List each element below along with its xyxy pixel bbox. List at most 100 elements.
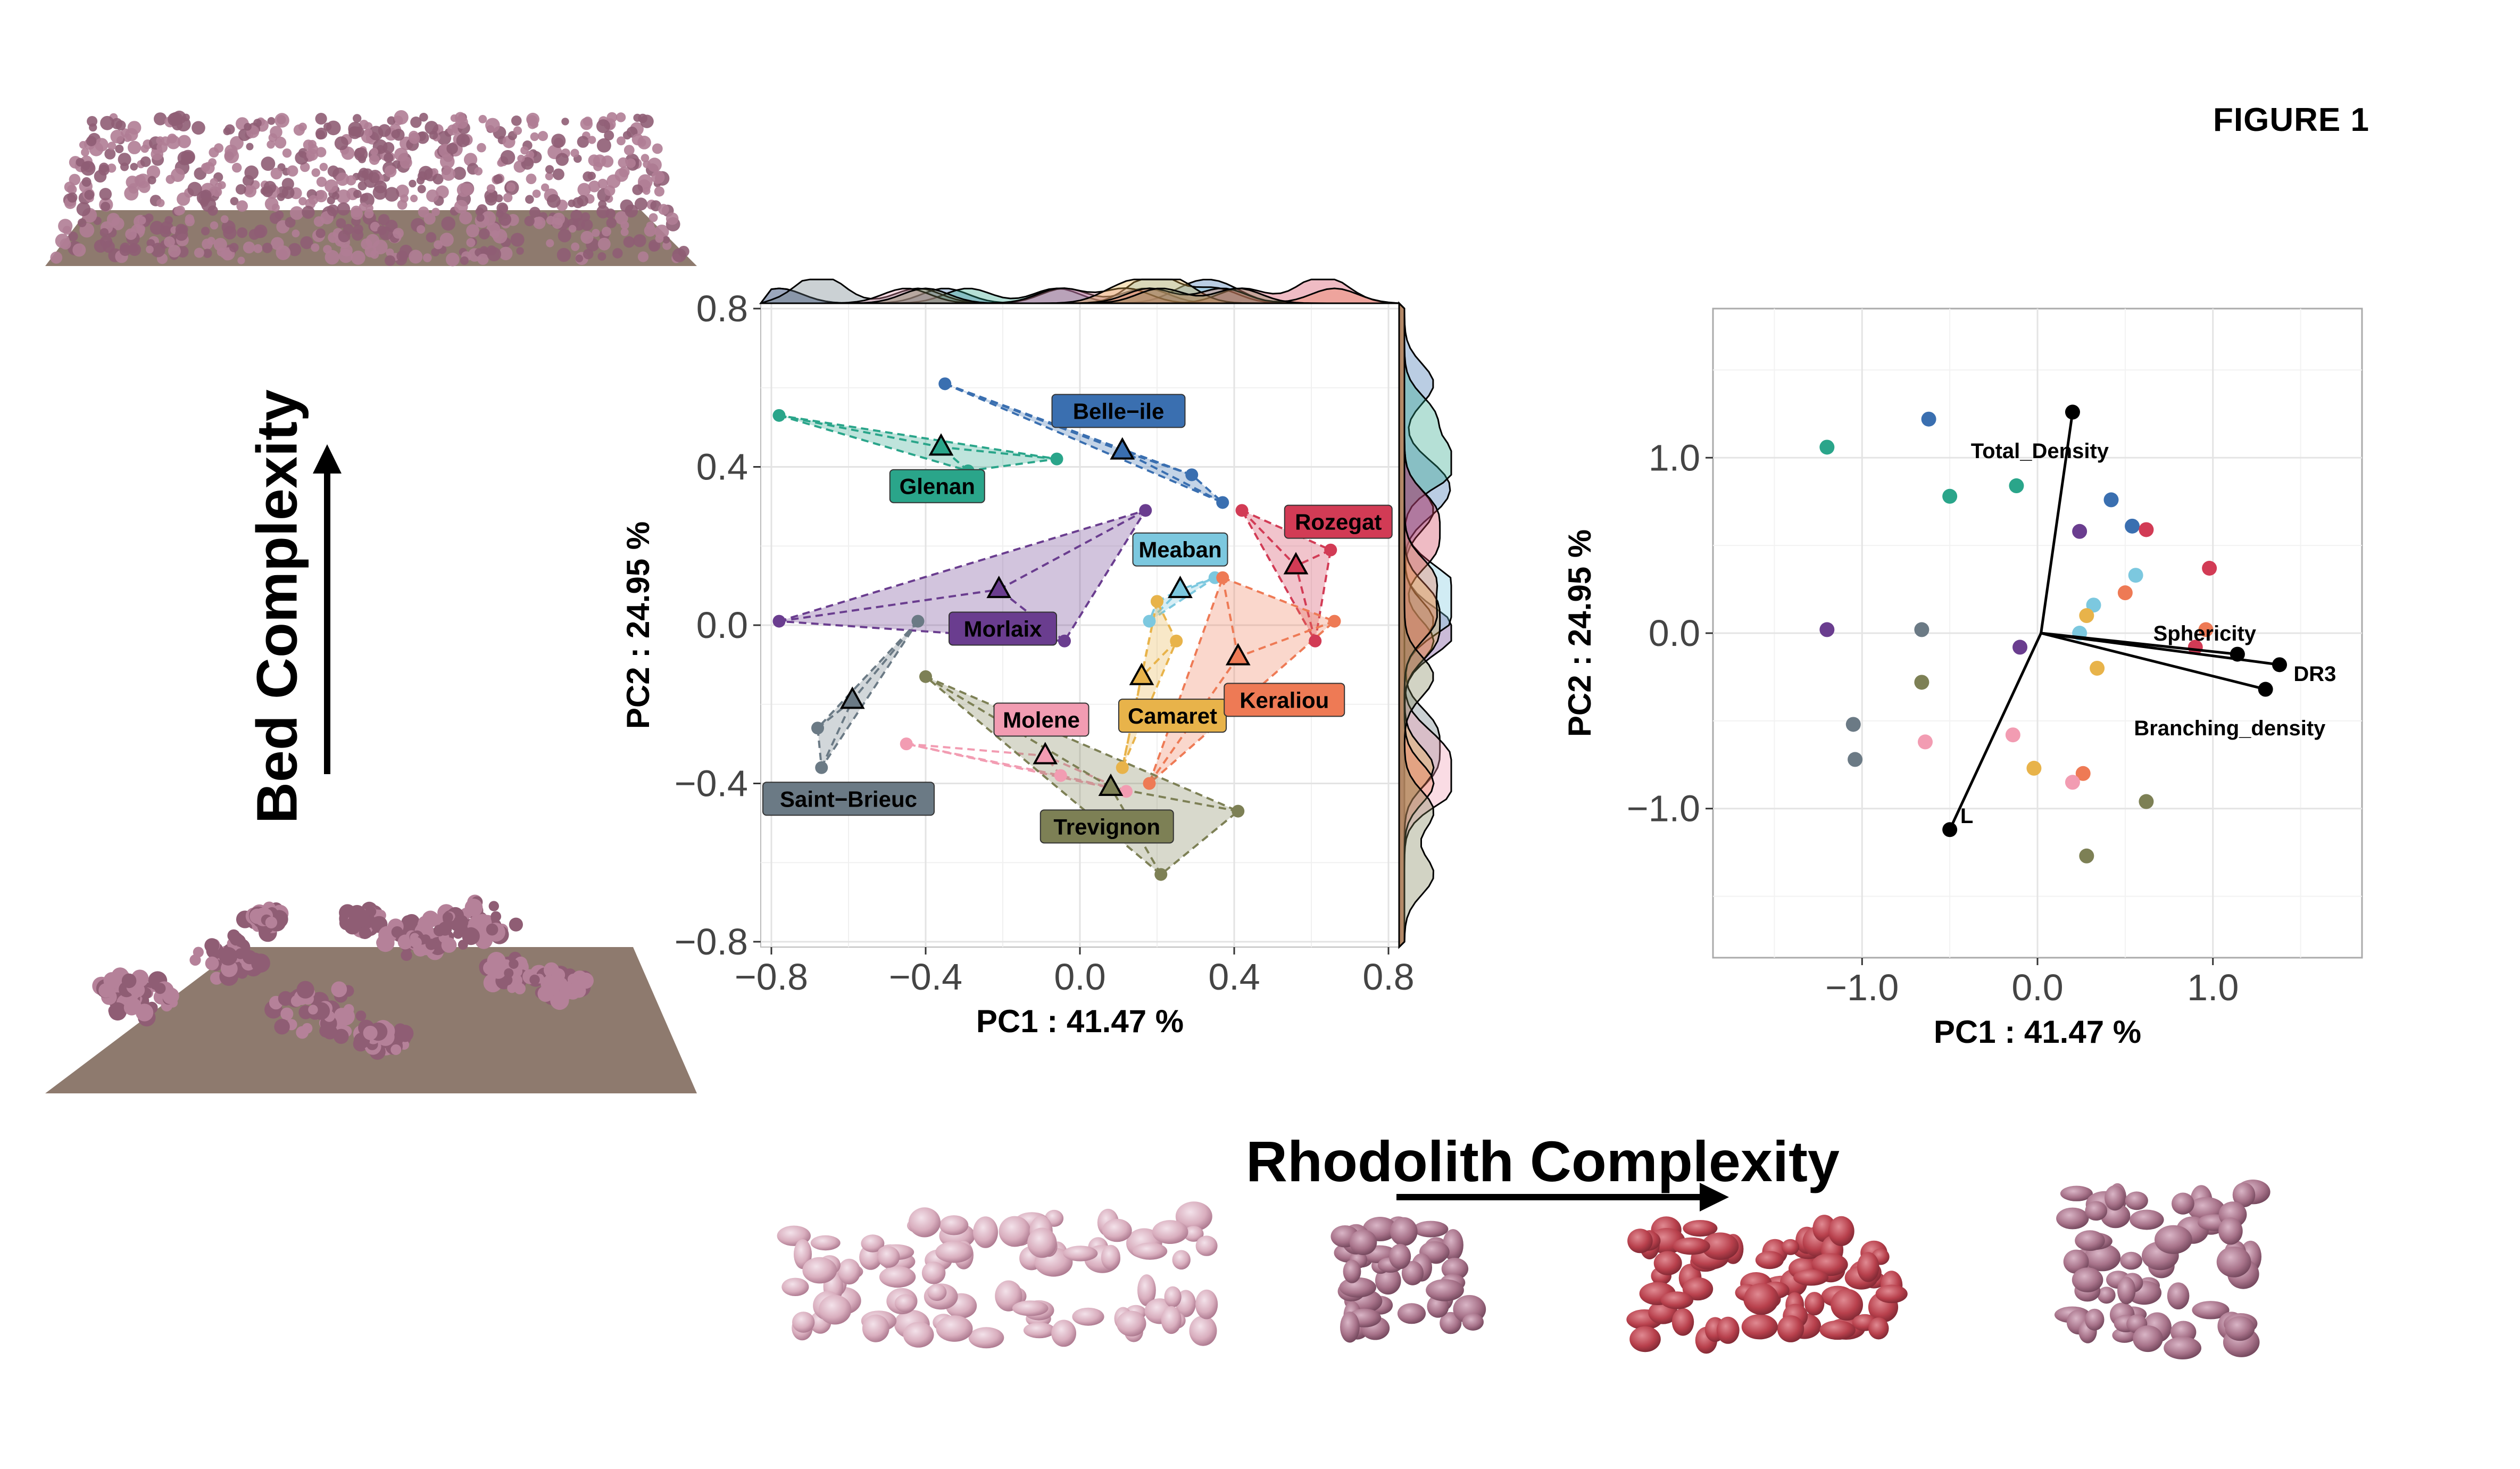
rhodolith-blob: [446, 252, 460, 267]
rhodolith-blob: [476, 213, 485, 222]
hull-rozegat: [1239, 508, 1332, 644]
rhodolith-branch: [1413, 1221, 1449, 1238]
rhodolith-blob: [164, 236, 175, 247]
centroid-keraliou: [1225, 643, 1251, 666]
rhodolith-blob: [509, 917, 523, 932]
rhodolith-blob: [370, 221, 380, 232]
spoke-camaret: [1141, 601, 1158, 677]
rhodolith-blob: [298, 197, 307, 206]
rhodolith-blob: [545, 172, 553, 180]
rhodolith-blob: [203, 248, 212, 258]
rhodolith-blob: [76, 202, 91, 217]
rhodolith-blob: [583, 248, 594, 260]
rhodolith-branch: [939, 1215, 969, 1235]
point-rozegat: [1235, 504, 1249, 517]
rhodolith-branch: [1340, 1312, 1360, 1343]
rhodolith-blob: [364, 245, 377, 258]
point-trevignon: [1232, 804, 1245, 818]
rhodolith-branch: [1716, 1316, 1740, 1344]
label-keraliou: Keraliou: [1240, 687, 1329, 712]
rhodolith-blob: [374, 180, 387, 194]
rhodolith-blob: [644, 225, 656, 237]
rhodolith-blob: [244, 123, 252, 131]
rhodolith-branch: [1673, 1237, 1710, 1255]
spoke-rozegat: [1241, 509, 1297, 567]
rhodolith-blob: [637, 251, 649, 262]
rhodolith-blob: [336, 172, 350, 186]
centroid-rozegat: [1283, 552, 1309, 575]
rhodolith-blob: [546, 215, 555, 225]
rhodolith-branch: [1161, 1306, 1182, 1334]
rhodolith-blob: [446, 143, 458, 155]
spoke-glenan: [779, 414, 942, 449]
rhodolith-blob: [433, 173, 444, 185]
rhodolith-blob: [525, 195, 534, 204]
rhodolith-blob: [529, 206, 540, 218]
rhodolith-blob: [533, 217, 543, 227]
rhodolith-blob: [68, 231, 78, 242]
rhodolith-blob: [410, 936, 422, 949]
rhodolith-blob: [622, 131, 631, 140]
rhodolith-branch: [1777, 1315, 1804, 1342]
rhodolith-blob: [187, 181, 202, 196]
rhodolith-blob: [80, 161, 96, 176]
rhodolith-blob: [648, 242, 659, 252]
rhodolith-branch: [2085, 1308, 2105, 1331]
rhodolith-blob: [616, 112, 626, 122]
rhodolith-blob: [196, 190, 211, 205]
loading-end-branching_density: [2258, 682, 2273, 697]
rhodolith-blob: [147, 176, 156, 185]
rhodolith-blob: [110, 129, 124, 144]
hull-belle-ile: [944, 383, 1224, 504]
rhodolith-branch: [1440, 1312, 1462, 1334]
rhodolith-blob: [351, 251, 365, 265]
rhodolith-branch: [921, 1261, 946, 1284]
rhodolith-branch: [2072, 1267, 2103, 1292]
rhodolith-blob: [633, 234, 646, 247]
rhodolith-blob: [552, 168, 564, 180]
rhodolith-blob: [120, 242, 130, 253]
rhodolith-blob: [343, 1004, 354, 1015]
rhodolith-blob: [499, 246, 513, 261]
rhodolith-branch: [2063, 1249, 2089, 1274]
rhodolith-blob: [212, 187, 222, 197]
rhodolith-blob: [214, 143, 224, 153]
rhodolith-blob: [67, 192, 78, 203]
rhodolith-blob: [364, 128, 373, 137]
rhodolith-blob: [84, 190, 94, 200]
centroid-trevignon: [1098, 773, 1124, 796]
rhodolith-blob: [504, 968, 514, 978]
rhodolith-blob: [401, 949, 412, 961]
label-saint-brieuc: Saint−Brieuc: [780, 786, 917, 811]
rhodolith-blob: [313, 216, 325, 227]
point-belle-ile: [1216, 496, 1229, 509]
rhodolith-blob: [130, 163, 138, 171]
rhodolith-blob: [378, 124, 391, 137]
biplot-points: [1819, 411, 2217, 864]
rhodolith-blob: [545, 165, 554, 174]
rhodolith-branch: [1137, 1274, 1156, 1306]
rhodolith-blob: [447, 125, 458, 136]
rhodolith-blob: [370, 147, 378, 156]
rhodolith-blob: [265, 916, 278, 929]
rhodolith-blob: [596, 205, 610, 219]
rhodolith-blob: [363, 1025, 378, 1040]
rhodolith-blob: [230, 197, 239, 205]
rhodolith-blob: [138, 181, 151, 193]
rhodolith-blob: [425, 939, 437, 950]
point-trevignon: [1154, 868, 1168, 881]
rhodolith-blob: [643, 160, 651, 169]
rhodolith-blob: [169, 112, 183, 126]
rhodolith-branch: [1195, 1289, 1218, 1319]
rhodolith-blob: [237, 227, 248, 238]
y-tick-label: 0.0: [696, 604, 748, 646]
rhodolith-blob: [481, 211, 496, 226]
rhodolith-branch: [935, 1241, 973, 1263]
rhodolith-blob: [652, 143, 663, 154]
rhodolith-blob: [551, 968, 565, 982]
spoke-belle-ile: [1121, 450, 1224, 504]
rhodolith-blob: [510, 233, 525, 247]
rhodolith-blob: [623, 145, 635, 156]
rhodolith-branch: [936, 1315, 973, 1342]
rhodolith-blob: [558, 229, 571, 243]
